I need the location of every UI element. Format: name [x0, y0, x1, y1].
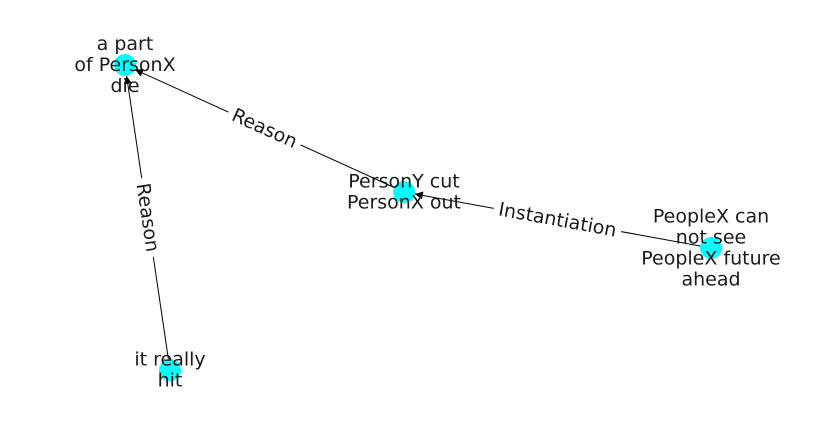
node-label-line: PeopleX future: [641, 248, 781, 270]
node-label-line: it really: [134, 349, 205, 371]
node-label-line: PersonX out: [347, 192, 461, 214]
node-label-line: not see: [676, 227, 746, 249]
node-n4: [159, 359, 181, 381]
edge-label-instantiation: Instantiation: [497, 198, 618, 241]
node-label-line: of PersonX: [74, 54, 175, 76]
edge-n4-n1: Reason: [123, 75, 171, 371]
node-n1: [114, 54, 136, 76]
edge-label-background: [129, 176, 166, 259]
nodes-layer: [114, 54, 722, 381]
node-n2: [393, 181, 415, 203]
node-label-line: PersonY cut: [348, 171, 459, 193]
edge-label-background: [491, 196, 624, 244]
edge-label-group: Instantiation: [491, 196, 624, 244]
node-label-line: hit: [158, 370, 183, 392]
node-label-line: a part: [97, 33, 154, 55]
node-n3: [700, 237, 722, 259]
edge-label-group: Reason: [223, 101, 306, 156]
node-label-line: ahead: [681, 269, 740, 291]
node-label-line: die: [110, 75, 139, 97]
node-label-line: PeopleX can: [653, 206, 769, 228]
edge-label-group: Reason: [129, 176, 166, 259]
edge-label-background: [223, 101, 306, 156]
edge-label-reason: Reason: [228, 104, 300, 153]
